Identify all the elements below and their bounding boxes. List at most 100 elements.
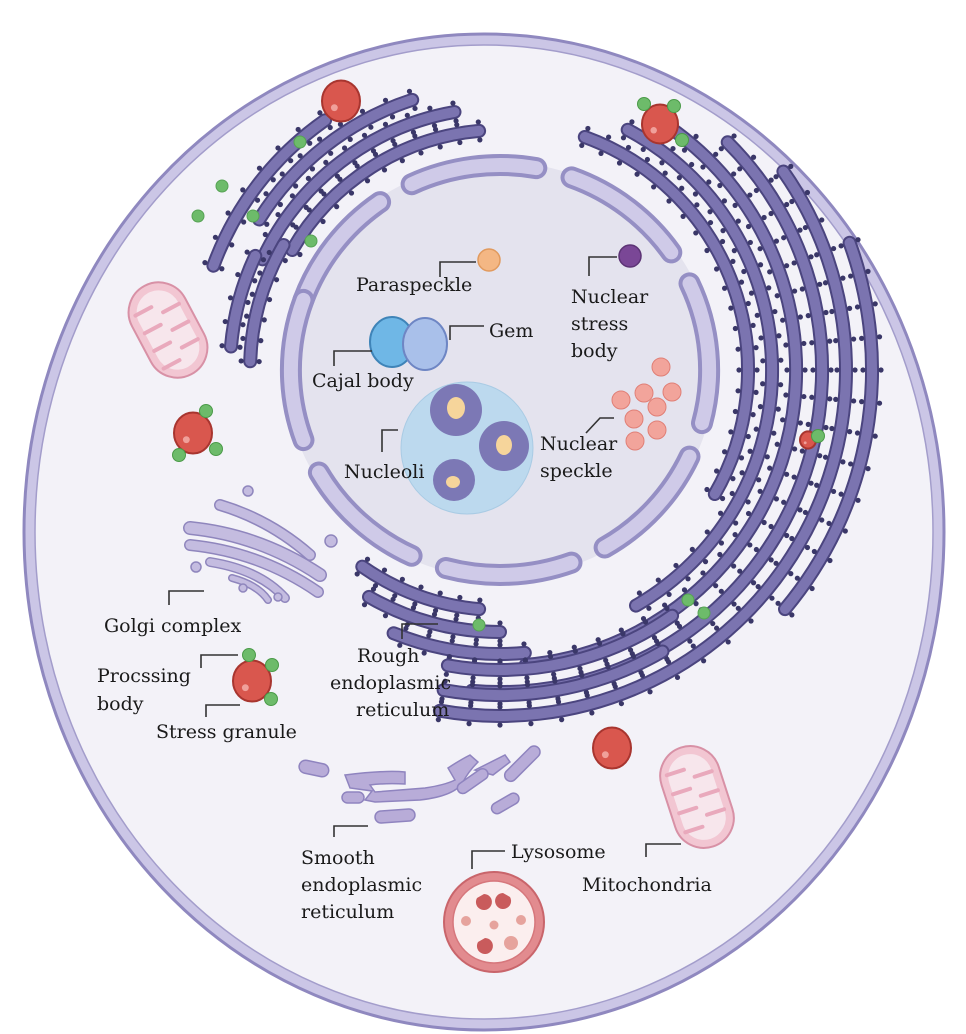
- ribosome: [789, 535, 795, 542]
- ribosome: [792, 288, 798, 294]
- ribosome: [745, 499, 751, 505]
- speckle: [647, 420, 667, 440]
- ribosome: [547, 650, 553, 656]
- ribosome: [477, 597, 483, 603]
- ribosome: [277, 201, 283, 208]
- ribosome: [753, 187, 759, 194]
- speckle: [662, 382, 682, 402]
- ribosome: [704, 486, 710, 493]
- ribosome: [747, 542, 753, 548]
- ribosome: [852, 367, 858, 373]
- ribosome: [399, 576, 405, 582]
- ribosome: [289, 193, 296, 199]
- ribosome: [731, 133, 737, 139]
- ribosome: [761, 519, 767, 526]
- ribosome: [767, 269, 773, 275]
- ribosome: [876, 400, 883, 406]
- ribosome: [651, 184, 657, 190]
- label-rough-er-1: Rough: [357, 645, 419, 667]
- ribosome: [410, 129, 417, 135]
- ribosome: [730, 258, 736, 264]
- ribosome: [819, 517, 825, 523]
- ribosome: [426, 633, 432, 639]
- ribosome: [629, 119, 635, 125]
- ribosome: [435, 717, 441, 723]
- green-granule: [242, 648, 256, 662]
- ribosome: [753, 345, 759, 351]
- ribosome: [728, 429, 734, 435]
- ribosome: [252, 278, 258, 284]
- ribosome: [718, 146, 724, 152]
- ribosome: [761, 214, 767, 221]
- ribosome: [555, 696, 561, 702]
- ribosome: [731, 171, 737, 177]
- ribosome: [225, 210, 231, 216]
- ribosome: [756, 477, 762, 483]
- ribosome: [848, 273, 854, 279]
- ribosome: [261, 317, 267, 323]
- ribosome: [328, 150, 334, 156]
- ribosome: [454, 612, 460, 618]
- ribosome: [240, 322, 246, 328]
- ribosome: [266, 249, 272, 256]
- ribosome: [775, 406, 781, 412]
- ribosome: [823, 309, 829, 316]
- ribosome: [450, 634, 456, 640]
- ribosome: [859, 335, 865, 341]
- ribosome: [780, 417, 786, 423]
- label-processing-body-2: body: [97, 693, 144, 715]
- ribosome: [443, 671, 449, 677]
- ribosome: [735, 605, 741, 611]
- ribosome: [256, 165, 263, 171]
- ribosome: [305, 175, 311, 181]
- ribosome: [364, 178, 371, 184]
- ribosome: [760, 381, 766, 387]
- ribosome: [799, 448, 805, 454]
- ribosome: [630, 653, 637, 659]
- ribosome: [437, 144, 443, 150]
- ribosome: [805, 421, 811, 427]
- label-stress-granule: Stress granule: [156, 721, 297, 743]
- ribosome: [260, 257, 267, 263]
- ribosome: [382, 97, 389, 103]
- ribosome: [784, 471, 790, 477]
- ribosome: [750, 154, 757, 160]
- ribosome: [731, 248, 737, 254]
- ribosome: [473, 637, 479, 643]
- ribosome: [758, 335, 764, 341]
- ribosome: [673, 562, 679, 569]
- nucleus: [279, 153, 721, 586]
- ribosome: [848, 461, 854, 467]
- ribosome: [655, 577, 661, 583]
- ribosome: [847, 305, 853, 311]
- ribosome: [739, 470, 745, 476]
- ribosome: [450, 100, 456, 106]
- ribosome: [792, 446, 798, 452]
- ribosome: [859, 399, 865, 405]
- ribosome: [757, 404, 764, 410]
- ribosome: [750, 412, 756, 418]
- ribosome: [704, 247, 710, 254]
- ribosome: [801, 393, 807, 400]
- speckle: [625, 431, 645, 451]
- ribosome: [802, 367, 808, 373]
- ribosome: [625, 144, 632, 151]
- ribosome: [381, 167, 388, 173]
- ribosome: [577, 665, 583, 672]
- granule: [592, 726, 632, 770]
- ribosome: [297, 251, 303, 258]
- ribosome: [717, 551, 723, 558]
- ribosome: [865, 466, 871, 472]
- ribosome: [664, 656, 670, 662]
- paraspeckle: [477, 248, 501, 272]
- speckle: [634, 383, 654, 403]
- ribosome: [838, 491, 844, 497]
- ribosome: [718, 588, 724, 594]
- ribosome: [768, 557, 774, 563]
- ribosome: [764, 454, 770, 460]
- ribosome: [701, 658, 707, 664]
- ribosome: [596, 640, 603, 647]
- ribosome: [822, 454, 829, 460]
- ribosome: [681, 587, 688, 593]
- ribosome: [468, 700, 474, 706]
